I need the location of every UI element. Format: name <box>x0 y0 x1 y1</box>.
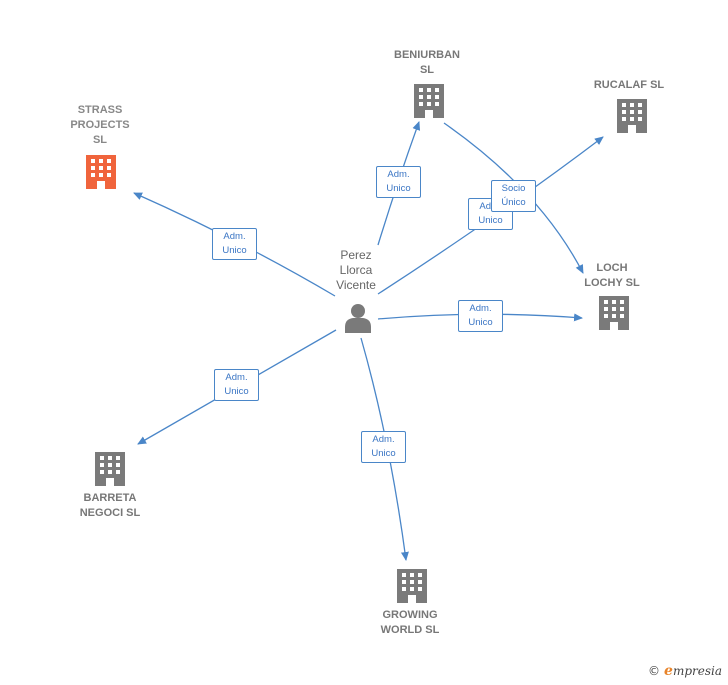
edge-label-beniurban: Adm. Unico <box>376 166 421 198</box>
company-label-strass[interactable]: STRASS PROJECTS SL <box>70 104 130 146</box>
edge-label-barreta: Adm. Unico <box>214 369 259 401</box>
brand-rest: mpresia <box>672 664 722 678</box>
company-label-barreta[interactable]: BARRETA NEGOCI SL <box>79 492 141 519</box>
company-label-loch[interactable]: LOCH LOCHY SL <box>584 262 640 289</box>
person-name-label[interactable]: Perez Llorca Vicente <box>336 248 376 292</box>
building-icon-loch[interactable] <box>599 296 629 330</box>
company-label-rucalaf[interactable]: RUCALAF SL <box>593 79 665 91</box>
edge-label-strass: Adm. Unico <box>212 228 257 260</box>
copyright-symbol: © <box>648 664 661 678</box>
building-icon-growing[interactable] <box>397 569 427 603</box>
brand-first-letter: e <box>664 663 673 679</box>
company-label-growing[interactable]: GROWING WORLD SL <box>380 609 440 636</box>
building-icon-rucalaf[interactable] <box>617 99 647 133</box>
company-label-beniurban[interactable]: BENIURBAN SL <box>394 49 460 76</box>
building-icon-beniurban[interactable] <box>414 84 444 118</box>
edge-label-socio: Socio Único <box>491 180 536 212</box>
building-icon-barreta[interactable] <box>95 452 125 486</box>
edge-label-growing: Adm. Unico <box>361 431 406 463</box>
building-icon-strass[interactable] <box>86 155 116 189</box>
edge-label-loch: Adm. Unico <box>458 300 503 332</box>
person-icon[interactable] <box>345 304 371 333</box>
empresia-watermark: ©empresia <box>648 663 722 679</box>
